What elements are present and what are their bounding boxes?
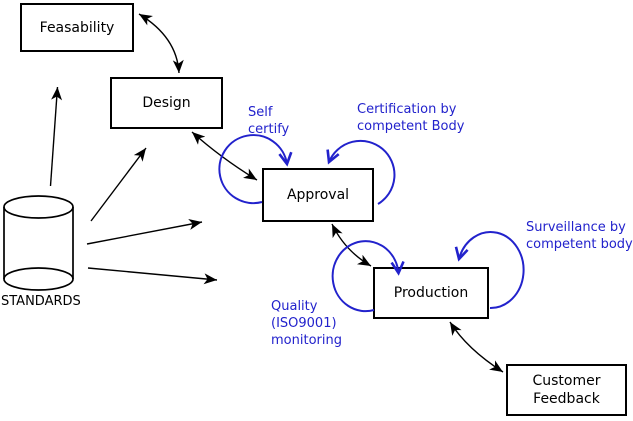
- arrow-approval-production: [331, 223, 372, 267]
- annotation-certification: Certification by competent Body: [357, 101, 464, 135]
- arrow-production-customer-feedback: [449, 321, 504, 373]
- node-design-label: Design: [142, 95, 191, 111]
- node-feasability-label: Feasability: [39, 19, 115, 36]
- arrow-design-approval: [191, 131, 258, 181]
- annotation-self-certify-line1: Self: [248, 105, 273, 120]
- arrow-standards-to-approval: [86, 219, 203, 245]
- annotation-surveillance-line2: competent body: [526, 237, 633, 252]
- annotation-quality-line3: monitoring: [271, 333, 342, 348]
- arrow-standards-to-design: [90, 147, 147, 222]
- node-feasability: Feasability: [20, 3, 134, 52]
- node-production: Production: [373, 267, 489, 319]
- node-customer-feedback-label-line1: Customer: [532, 373, 601, 389]
- annotation-quality-line2: (ISO9001): [271, 316, 337, 331]
- node-design: Design: [110, 77, 223, 129]
- node-customer-feedback: Customer Feedback: [506, 364, 627, 416]
- annotation-self-certify: Self certify: [248, 104, 289, 138]
- annotation-surveillance: Surveillance by competent body: [526, 219, 633, 253]
- annotation-certification-line2: competent Body: [357, 119, 465, 134]
- node-customer-feedback-label-line2: Feedback: [533, 391, 600, 407]
- arrow-standards-to-feasability: [49, 86, 63, 187]
- standards-cylinder-shape: [3, 195, 74, 291]
- annotation-surveillance-line1: Surveillance by: [526, 220, 626, 235]
- annotation-quality-line1: Quality: [271, 299, 318, 314]
- arrow-feasability-design: [138, 13, 184, 74]
- node-approval-label: Approval: [286, 187, 350, 203]
- node-production-label: Production: [393, 285, 469, 301]
- standards-label: STANDARDS: [1, 294, 81, 309]
- annotation-quality-monitoring: Quality (ISO9001) monitoring: [271, 298, 342, 349]
- annotation-self-certify-line2: certify: [248, 122, 290, 137]
- node-approval: Approval: [262, 168, 374, 222]
- arrow-standards-to-production: [87, 267, 218, 285]
- annotation-certification-line1: Certification by: [357, 102, 457, 117]
